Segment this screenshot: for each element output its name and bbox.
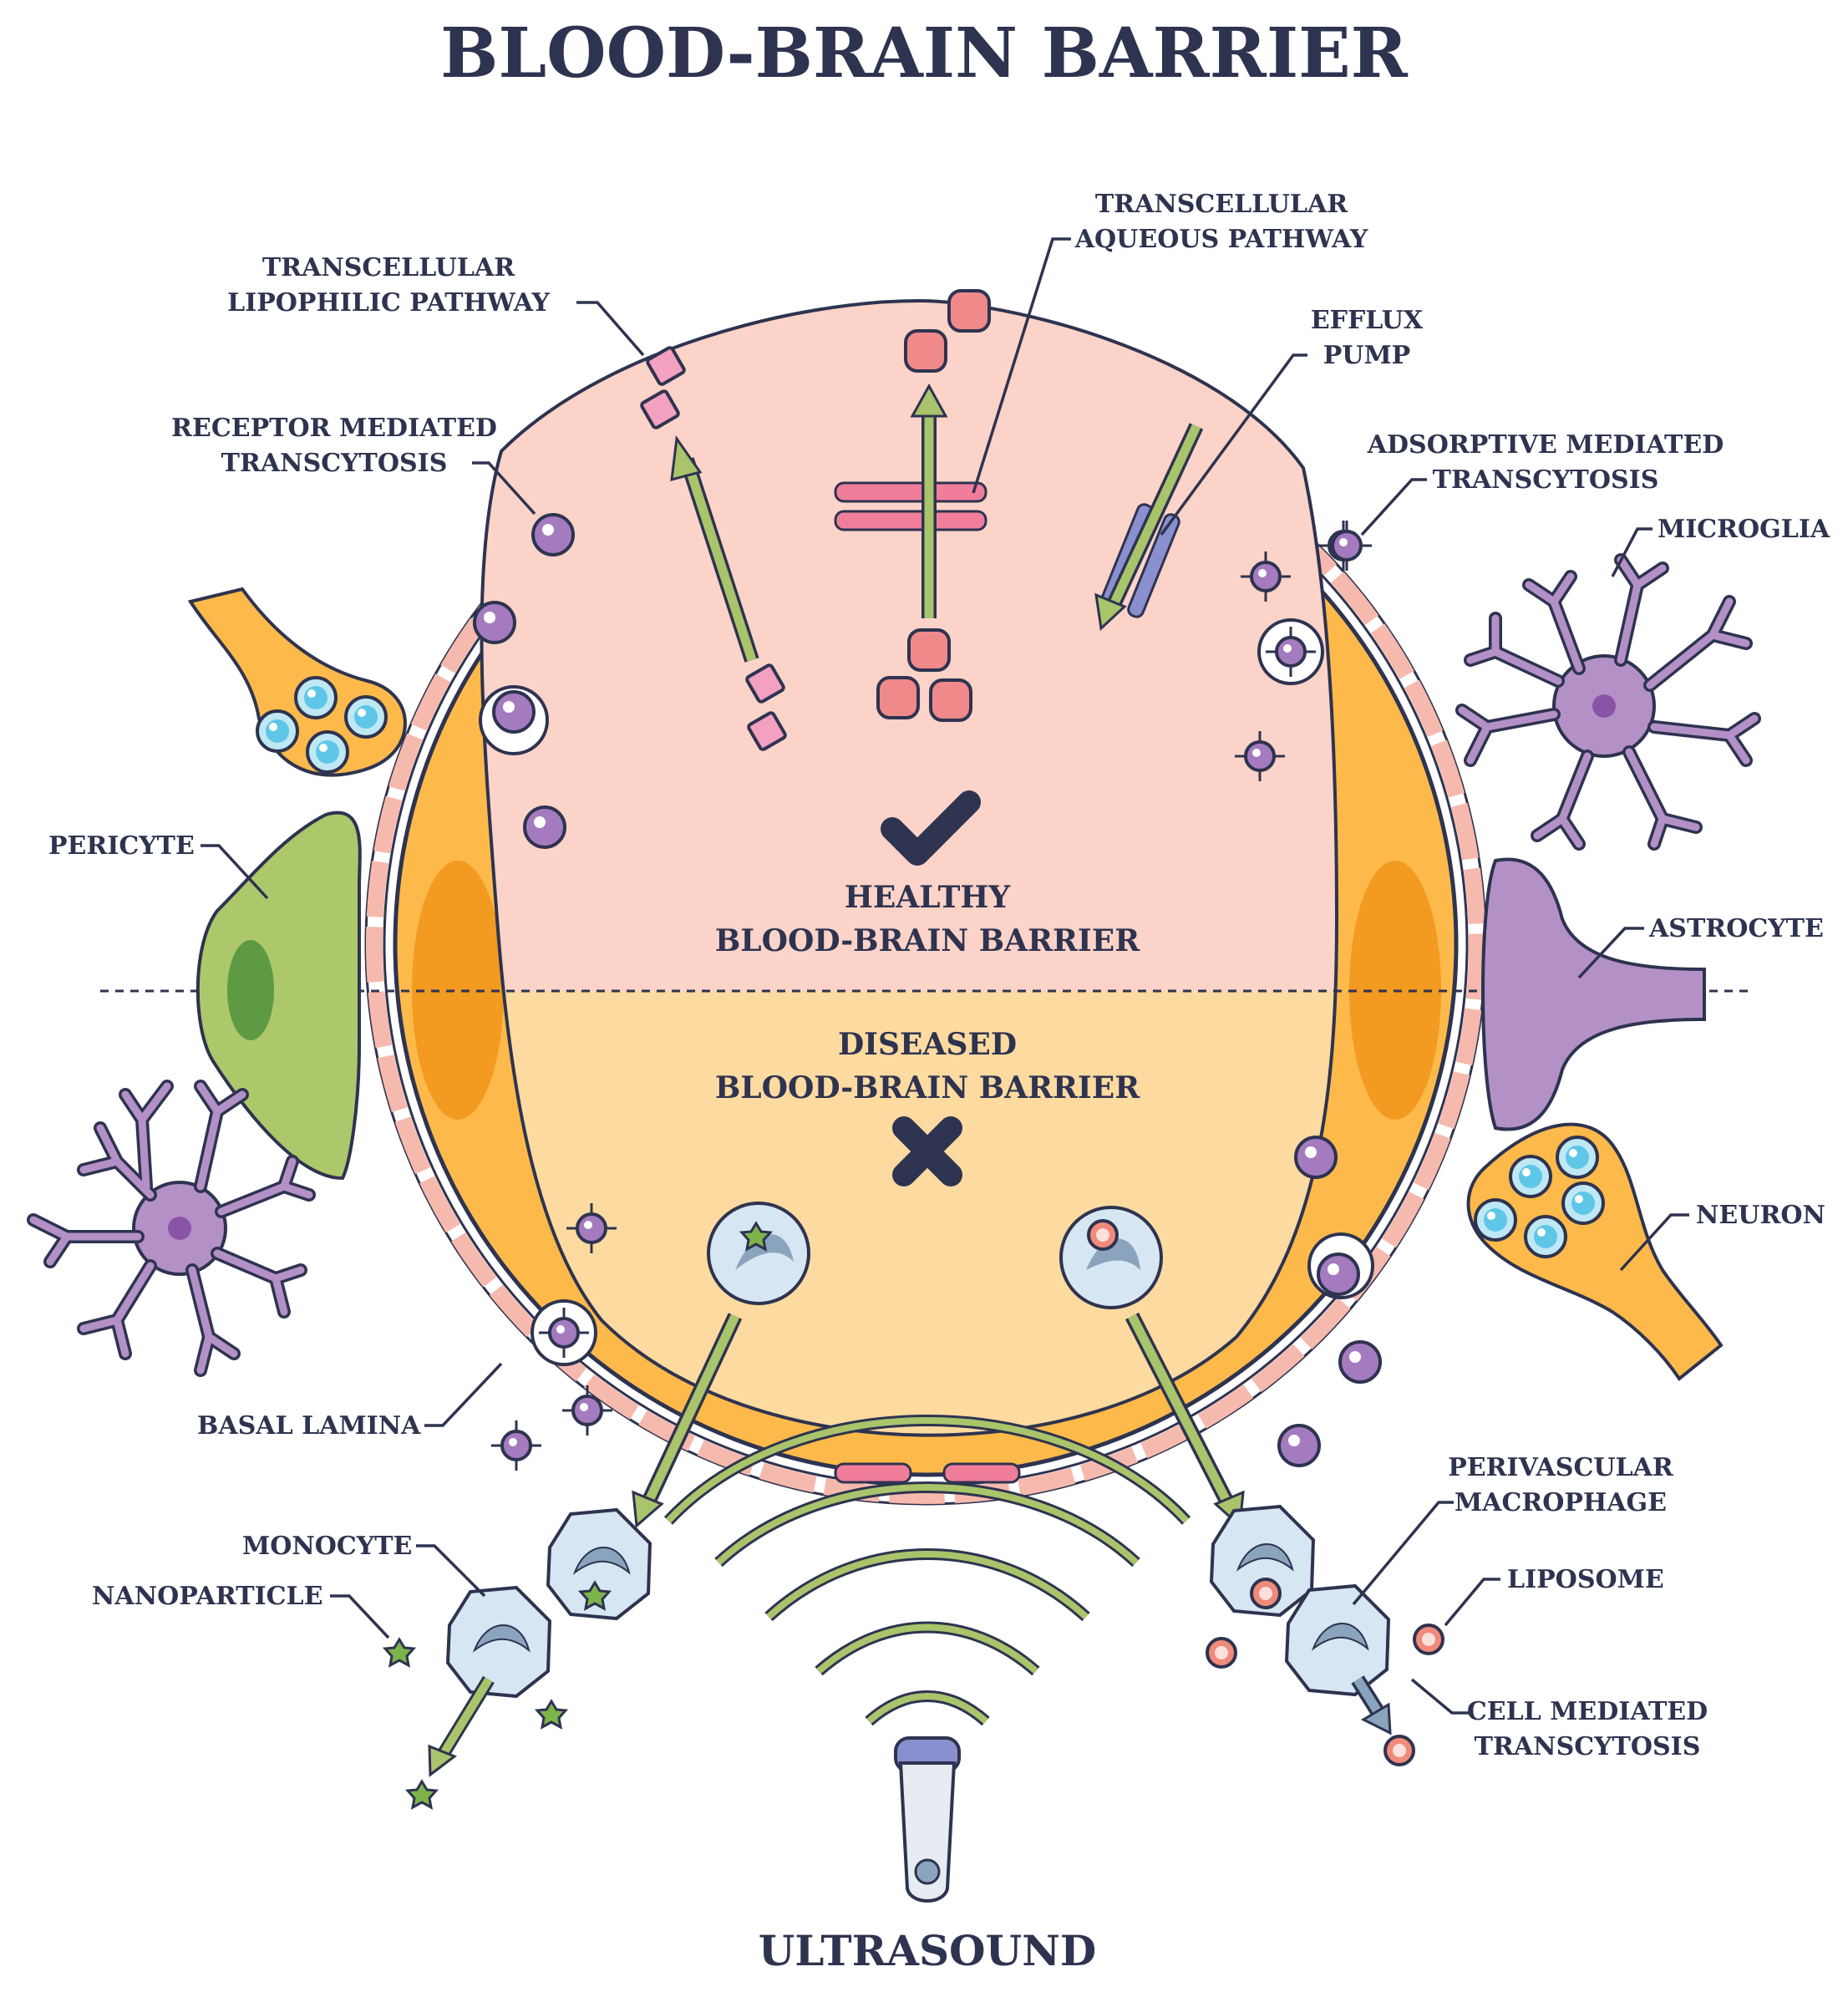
checkmark-icon — [881, 790, 981, 866]
diseased-label-line1: DISEASED — [838, 1027, 1017, 1062]
macrophages-outside — [1206, 1505, 1444, 1766]
label-basal-lamina: BASAL LAMINA — [197, 1362, 503, 1441]
label-microglia: MICROGLIA — [1611, 515, 1830, 577]
svg-text:AQUEOUS PATHWAY: AQUEOUS PATHWAY — [1074, 225, 1368, 254]
svg-text:PERICYTE: PERICYTE — [48, 831, 195, 861]
monocyte-exit-arrow-small — [428, 1675, 495, 1777]
label-pericyte: PERICYTE — [48, 831, 269, 900]
label-adsorptive: ADSORPTIVE MEDIATED TRANSCYTOSIS — [1360, 430, 1724, 536]
svg-text:ADSORPTIVE MEDIATED: ADSORPTIVE MEDIATED — [1367, 430, 1724, 460]
label-liposome: LIPOSOME — [1444, 1565, 1664, 1627]
healthy-label-line1: HEALTHY — [845, 880, 1012, 915]
label-aqueous: TRANSCELLULAR AQUEOUS PATHWAY — [972, 190, 1368, 494]
adsorptive-vesicles — [1233, 519, 1370, 783]
endothelial-nucleus-left — [412, 861, 504, 1120]
svg-text:NEURON: NEURON — [1696, 1201, 1825, 1230]
svg-text:MACROPHAGE: MACROPHAGE — [1455, 1488, 1667, 1517]
svg-text:RECEPTOR MEDIATED: RECEPTOR MEDIATED — [171, 414, 497, 443]
label-perivascular: PERIVASCULAR MACROPHAGE — [1352, 1453, 1674, 1606]
microglia-lower-left — [27, 1080, 316, 1377]
neuron-terminal-lower — [1466, 1122, 1724, 1381]
microglia-upper-right — [1455, 553, 1761, 851]
label-receptor: RECEPTOR MEDIATED TRANSCYTOSIS — [171, 414, 536, 516]
svg-text:TRANSCELLULAR: TRANSCELLULAR — [1095, 190, 1348, 219]
ultrasound-probe-icon — [894, 1736, 961, 1903]
svg-text:TRANSCYTOSIS: TRANSCYTOSIS — [1475, 1732, 1701, 1761]
svg-text:MICROGLIA: MICROGLIA — [1658, 515, 1830, 544]
diagram-title: BLOOD-BRAIN BARRIER — [440, 13, 1409, 94]
svg-text:NANOPARTICLE: NANOPARTICLE — [92, 1582, 323, 1611]
monocyte-exit-arrow — [632, 1313, 743, 1529]
label-neuron: NEURON — [1619, 1201, 1825, 1272]
monocyte-in-lumen — [707, 1202, 810, 1305]
tight-junction-bottom — [834, 1462, 1021, 1484]
svg-text:LIPOPHILIC PATHWAY: LIPOPHILIC PATHWAY — [227, 288, 550, 318]
svg-text:TRANSCYTOSIS: TRANSCYTOSIS — [1433, 465, 1659, 495]
svg-text:PERIVASCULAR: PERIVASCULAR — [1448, 1453, 1674, 1482]
label-lipophilic: TRANSCELLULAR LIPOPHILIC PATHWAY — [227, 253, 645, 357]
svg-text:CELL MEDIATED: CELL MEDIATED — [1467, 1697, 1708, 1726]
diseased-label-line2: BLOOD-BRAIN BARRIER — [715, 1070, 1140, 1105]
label-efflux: EFFLUX PUMP — [1160, 306, 1424, 536]
macrophage-in-lumen — [1059, 1206, 1163, 1309]
svg-text:PUMP: PUMP — [1323, 341, 1411, 370]
svg-text:TRANSCELLULAR: TRANSCELLULAR — [262, 253, 515, 282]
healthy-label-line2: BLOOD-BRAIN BARRIER — [715, 923, 1140, 958]
diseased-vesicles — [490, 1136, 1382, 1472]
lipophilic-arrow — [670, 434, 759, 663]
efflux-arrow — [1094, 423, 1204, 632]
cross-icon — [892, 1116, 962, 1187]
label-cell-mediated: CELL MEDIATED TRANSCYTOSIS — [1410, 1678, 1708, 1761]
macrophage-exit-arrow-small — [1351, 1675, 1392, 1735]
ultrasound-label: ULTRASOUND — [759, 1926, 1097, 1975]
ultrasound-waves — [663, 1415, 1191, 1726]
monocytes-outside — [383, 1508, 652, 1809]
label-nanoparticle: NANOPARTICLE — [92, 1582, 390, 1639]
svg-text:MONOCYTE: MONOCYTE — [242, 1532, 412, 1561]
neuron-terminal-upper — [187, 587, 407, 777]
svg-text:EFFLUX: EFFLUX — [1311, 306, 1424, 335]
tight-junction-top — [834, 481, 987, 531]
svg-text:TRANSCYTOSIS: TRANSCYTOSIS — [221, 449, 448, 478]
pericyte-cell — [195, 811, 362, 1181]
label-astrocyte: ASTROCYTE — [1577, 914, 1824, 979]
label-monocyte: MONOCYTE — [242, 1532, 486, 1598]
astrocyte-cell — [1481, 857, 1706, 1131]
aqueous-arrow — [910, 383, 948, 618]
svg-text:ASTROCYTE: ASTROCYTE — [1648, 914, 1824, 943]
efflux-pump — [1100, 503, 1180, 618]
svg-text:BASAL LAMINA: BASAL LAMINA — [197, 1411, 421, 1441]
svg-text:LIPOSOME: LIPOSOME — [1507, 1565, 1664, 1594]
receptor-vesicles — [473, 513, 575, 849]
